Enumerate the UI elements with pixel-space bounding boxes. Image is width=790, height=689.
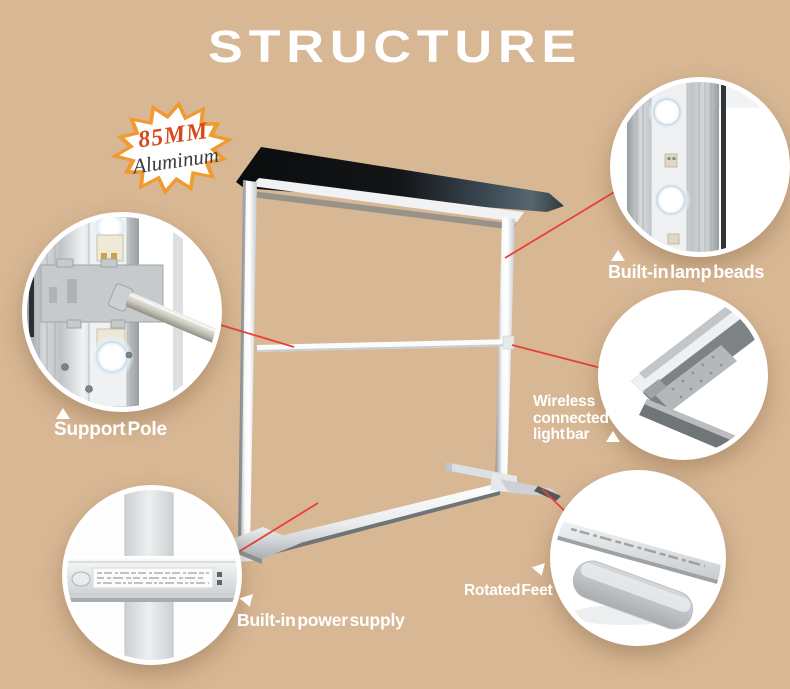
label-wireless-line1: Wireless <box>533 393 596 410</box>
frame-left-post-edge <box>238 180 246 547</box>
pointer-triangle-wireless <box>606 431 620 442</box>
label-wireless-line2: connected <box>533 409 609 427</box>
pointer-triangle-lamp-beads <box>611 250 625 261</box>
corner-bracket <box>643 379 667 399</box>
support-pole-photo <box>108 283 217 356</box>
screws <box>61 351 133 393</box>
left-foot <box>222 527 301 559</box>
pole-clamp <box>40 258 164 329</box>
aluminum-badge: 85MM Aluminum <box>110 100 234 196</box>
frame-canopy-underside <box>251 178 524 222</box>
frame-edge-line <box>721 82 726 252</box>
label-rotated-feet: Rotated Feet <box>464 582 553 599</box>
led-connector-chip <box>667 233 680 245</box>
label-text-marks <box>97 572 209 584</box>
frame-edge-line <box>29 217 34 337</box>
connector-line-power-supply <box>239 502 319 552</box>
label-lamp-beads: Built-in lamp beads <box>608 262 765 282</box>
callout-photo-support-pole <box>22 212 222 412</box>
callout-photo-lamp-beads <box>610 77 790 257</box>
frame-base-edge <box>250 491 500 560</box>
connector-line-wireless <box>511 344 602 369</box>
label-support-pole: Support Pole <box>54 419 167 440</box>
perforated-plate <box>655 345 737 411</box>
printed-label-marks <box>570 527 706 568</box>
page-title: STRUCTURE <box>207 21 583 72</box>
right-rear-foot-cap <box>446 462 452 472</box>
label-wireless-line3: light bar <box>533 426 590 443</box>
frame-crossbar-shadow <box>257 344 512 352</box>
led-connector-chip <box>664 153 678 168</box>
base-bar-photo <box>555 515 721 585</box>
frame-canopy <box>236 147 564 212</box>
label-power-supply: Built-in power supply <box>237 610 405 630</box>
connector-line-support-pole <box>213 322 295 348</box>
callout-photo-wireless-light-bar <box>598 290 768 460</box>
frame-base-bar <box>247 483 500 559</box>
frame-canopy-shadow <box>251 191 516 230</box>
connector-line-lamp-beads <box>504 190 617 259</box>
pointer-triangle-support-pole <box>56 408 70 419</box>
callout-photo-power-supply <box>62 485 242 665</box>
label-wireless-light-bar: Wireless connected light bar <box>533 393 623 444</box>
led-housing <box>96 234 124 262</box>
frame-right-post <box>495 217 515 484</box>
badge-burst-inner <box>119 107 225 189</box>
rotated-foot <box>572 560 694 630</box>
crossbar-connector <box>502 335 515 350</box>
mounting-hole <box>71 571 91 587</box>
callout-photo-rotated-feet <box>550 470 726 646</box>
